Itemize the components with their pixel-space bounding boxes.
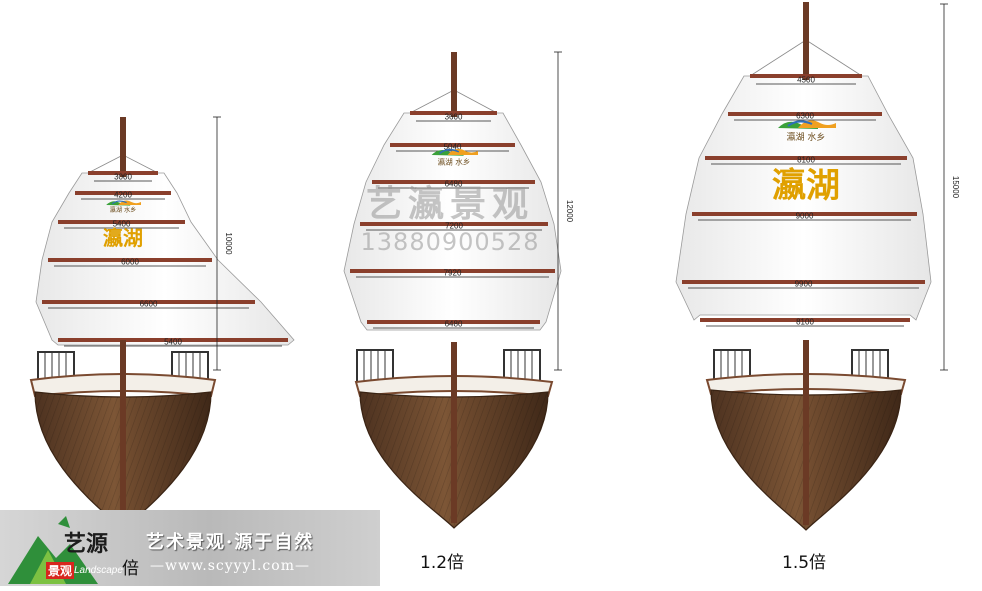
yard-beam (360, 222, 548, 226)
logo-url: —www.scyyyl.com— (150, 558, 310, 574)
yard-dimension-label: 6600 (140, 300, 158, 309)
sail-logo-icon (439, 148, 460, 155)
yard-beam (350, 269, 555, 273)
bow-post (451, 342, 457, 523)
yard-dimension-label: 8100 (796, 318, 814, 327)
watermark-brand: 艺瀛景观 (365, 184, 534, 225)
sail (675, 75, 932, 321)
yard-dimension-label: 7920 (444, 269, 462, 278)
yard-beam (372, 180, 535, 184)
scale-label-medium: 1.2倍 (420, 553, 465, 573)
logo-sub-red: 景观 (46, 562, 75, 579)
yard-dimension-label: 7200 (445, 222, 463, 231)
sail-logo-icon (111, 200, 127, 205)
yard-dimension-label: 5400 (113, 220, 131, 229)
sail-text: 瀛湖 (772, 166, 840, 206)
bow-post (803, 340, 809, 525)
rigging-line-right (122, 154, 159, 174)
sail-text: 瀛湖 (103, 226, 143, 250)
yard-dimension-label: 9900 (795, 280, 813, 289)
yard-dimension-label: 6300 (796, 112, 814, 121)
yard-beam (58, 338, 288, 342)
watermark: 艺瀛景观 13880900528 (340, 183, 560, 257)
yard-beam (367, 320, 540, 324)
sail-logo-text: 瀛湖 水乡 (110, 206, 137, 214)
yard-dimension-label: 6480 (445, 180, 463, 189)
yard-beam (42, 300, 255, 304)
yard-dimension-label: 5400 (164, 338, 182, 347)
rigging-line-left (409, 89, 455, 114)
yard-dimension-label: 3600 (445, 113, 463, 122)
bow-post (120, 340, 126, 525)
mast (451, 52, 457, 117)
yard-dimension-label: 3000 (114, 173, 132, 182)
yard-beam (700, 318, 910, 322)
sail-logo-icon (787, 120, 813, 127)
logo-sub-en: Landscape (74, 565, 123, 576)
yard-beam (682, 280, 925, 284)
watermark-phone: 13880900528 (360, 228, 540, 256)
yard-beam (692, 212, 917, 216)
rigging-line-right (805, 39, 863, 77)
yard-beam (390, 143, 515, 147)
yard-dimension-label: 4200 (114, 191, 132, 200)
logo-name: 艺源 (64, 531, 109, 557)
yard-dimension-label: 5040 (444, 143, 462, 152)
yard-beam (750, 74, 862, 78)
rigging-line-left (749, 39, 807, 77)
yard-beam (48, 258, 212, 262)
sail (343, 112, 562, 331)
yard-dimension-label: 4500 (797, 76, 815, 85)
mast (120, 117, 126, 177)
yard-beam (410, 111, 497, 115)
yard-dimension-label: 8100 (797, 156, 815, 165)
company-logo-panel: 艺源 景观 Landscape 倍 艺术景观·源于自然 —www.scyyyl.… (0, 510, 380, 586)
sail-logo-text: 瀛湖 水乡 (787, 131, 826, 143)
scale-label-large: 1.5倍 (782, 553, 827, 573)
yard-beam (75, 191, 171, 195)
yard-beam (728, 112, 882, 116)
height-dimension-label: 10000 (224, 232, 233, 255)
yard-beam (58, 220, 185, 224)
height-dimension-label: 12000 (565, 200, 574, 223)
rigging-line-right (453, 89, 498, 114)
rigging-line-left (87, 154, 124, 174)
sail-logo-text: 瀛湖 水乡 (438, 157, 471, 167)
logo-scale-label: 倍 (122, 559, 139, 578)
yard-dimension-label: 6000 (121, 258, 139, 267)
height-dimension-label: 15000 (951, 176, 960, 199)
yard-beam (88, 171, 158, 175)
ship-2: 3600 5040 6480 7200 7920 6480 瀛湖 水乡 12000 (343, 51, 574, 529)
mast (803, 2, 809, 80)
yard-beam (705, 156, 907, 160)
yard-dimension-label: 9000 (796, 212, 814, 221)
logo-slogan: 艺术景观·源于自然 (146, 532, 315, 553)
yard-dimension-label: 6480 (445, 320, 463, 329)
